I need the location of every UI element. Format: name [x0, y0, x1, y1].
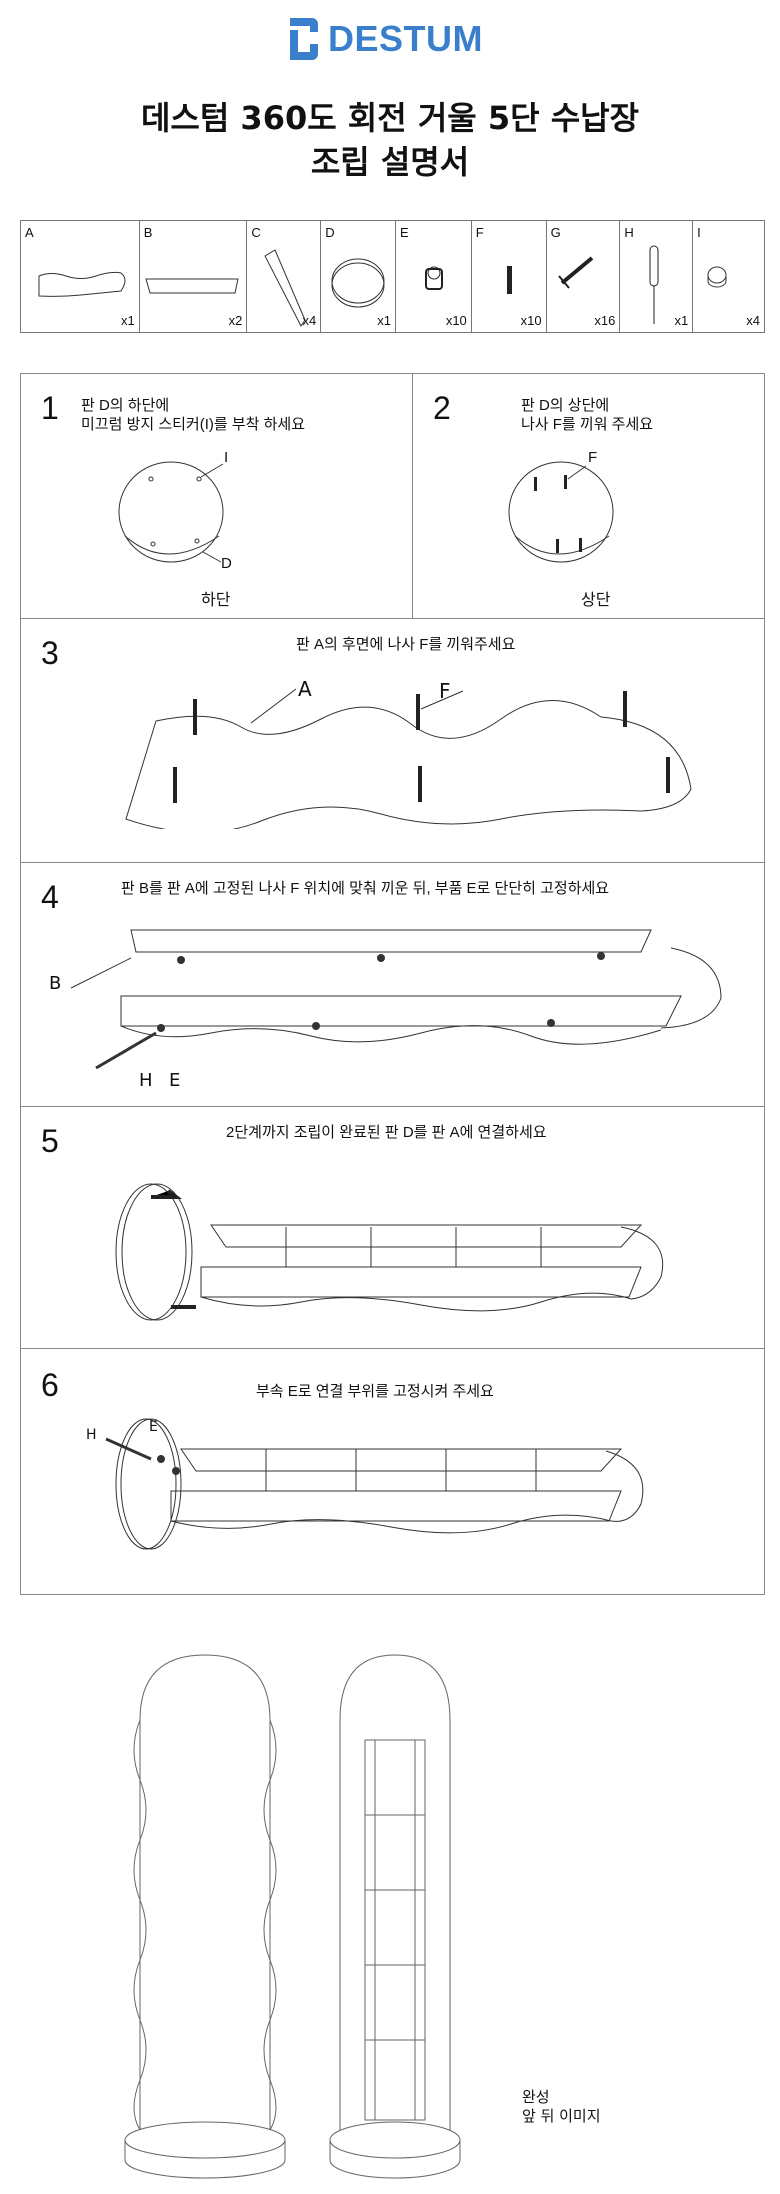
step-row-1-2: 1 판 D의 하단에 미끄럼 방지 스티커(I)를 부착 하세요 I D 하단 …	[21, 374, 764, 619]
logo-icon	[290, 18, 318, 60]
completed-caption-line1: 완성	[522, 2088, 550, 2106]
part-label: H	[624, 225, 634, 240]
callout-e: E	[169, 1070, 181, 1091]
step-5-connect-drawing	[115, 1183, 664, 1321]
cam-lock-icon	[424, 266, 443, 290]
screw-icon	[557, 256, 593, 289]
callout-b: B	[49, 973, 62, 994]
callout-i: I	[224, 449, 229, 466]
part-qty: x4	[746, 313, 760, 328]
screwdriver-icon	[649, 245, 659, 324]
callout-a: A	[298, 677, 312, 701]
front-view	[124, 1654, 286, 2179]
shelf-board-icon	[145, 278, 239, 294]
step-1-disc-bottom	[118, 461, 224, 563]
assembly-steps: 1 판 D의 하단에 미끄럼 방지 스티커(I)를 부착 하세요 I D 하단 …	[20, 373, 765, 1595]
callout-h: H	[139, 1070, 153, 1091]
step-number: 4	[41, 879, 59, 915]
step-6-text: 부속 E로 연결 부위를 고정시켜 주세요	[256, 1383, 494, 1400]
step-number: 5	[41, 1123, 59, 1159]
callout-e: E	[149, 1419, 158, 1435]
divider-board-icon	[264, 249, 306, 327]
bolt-icon	[506, 266, 512, 294]
part-label: A	[25, 225, 34, 240]
callout-f: F	[588, 449, 598, 466]
step-row-5: 5 2단계까지 조립이 완료된 판 D를 판 A에 연결하세요	[21, 1107, 764, 1349]
callout-h: H	[86, 1427, 97, 1443]
part-qty: x1	[674, 313, 689, 328]
step-number: 1	[41, 390, 59, 426]
step-4-text: 판 B를 판 A에 고정된 나사 F 위치에 맞춰 끼운 뒤, 부품 E로 단단…	[121, 880, 610, 897]
back-view	[329, 1654, 461, 2179]
step-number: 6	[41, 1367, 59, 1403]
brand-logo: DESTUM	[290, 18, 483, 60]
completed-product-drawing	[124, 1654, 461, 2179]
callout-f: F	[439, 679, 451, 703]
part-label: C	[251, 225, 261, 240]
step-2-text-line2: 나사 F를 끼워 주세요	[521, 416, 654, 433]
completed-caption: 완성 앞 뒤 이미지	[522, 2088, 601, 2126]
step-1-text-line1: 판 D의 하단에	[81, 397, 170, 414]
sticker-pad-icon	[707, 266, 727, 288]
part-qty: x16	[594, 313, 616, 328]
callout-d: D	[221, 555, 232, 572]
part-qty: x10	[520, 313, 542, 328]
wavy-panel-icon	[38, 271, 126, 297]
step-2-disc-top	[508, 461, 614, 563]
part-qty: x2	[228, 313, 243, 328]
step-2-text-line1: 판 D의 상단에	[521, 397, 610, 414]
page-subtitle: 조립 설명서	[310, 143, 470, 181]
step-row-4: 4 판 B를 판 A에 고정된 나사 F 위치에 맞춰 끼운 뒤, 부품 E로 …	[21, 863, 764, 1107]
step-number: 3	[41, 635, 59, 671]
part-label: B	[143, 225, 153, 240]
step-1-caption: 하단	[201, 590, 231, 609]
page-title: 데스텀 360도 회전 거울 5단 수납장	[140, 99, 640, 137]
step-3-text: 판 A의 후면에 나사 F를 끼워주세요	[296, 636, 516, 653]
step-1-text-line2: 미끄럼 방지 스티커(I)를 부착 하세요	[81, 416, 306, 433]
step-6-fix-drawing	[105, 1418, 644, 1550]
part-qty: x1	[377, 313, 391, 328]
part-qty: x1	[120, 313, 135, 328]
step-2-caption: 상단	[581, 590, 611, 609]
part-qty: x4	[302, 313, 317, 328]
part-label: D	[325, 225, 335, 240]
step-5-text: 2단계까지 조립이 완료된 판 D를 판 A에 연결하세요	[226, 1124, 547, 1141]
brand-name: DESTUM	[328, 18, 483, 59]
part-label: I	[697, 225, 701, 240]
part-label: E	[399, 225, 409, 240]
step-number: 2	[433, 390, 451, 426]
step-row-3: 3 판 A의 후면에 나사 F를 끼워주세요 A F	[21, 619, 764, 863]
round-base-icon	[331, 258, 385, 308]
step-3-panel-a-drawing	[125, 688, 692, 829]
part-label: G	[550, 225, 561, 240]
step-4-shelf-drawing	[70, 929, 722, 1070]
part-qty: x10	[445, 313, 467, 328]
part-label: F	[475, 225, 484, 240]
step-row-6: 6 부속 E로 연결 부위를 고정시켜 주세요 H E	[21, 1349, 764, 1596]
completed-caption-line2: 앞 뒤 이미지	[522, 2107, 601, 2125]
